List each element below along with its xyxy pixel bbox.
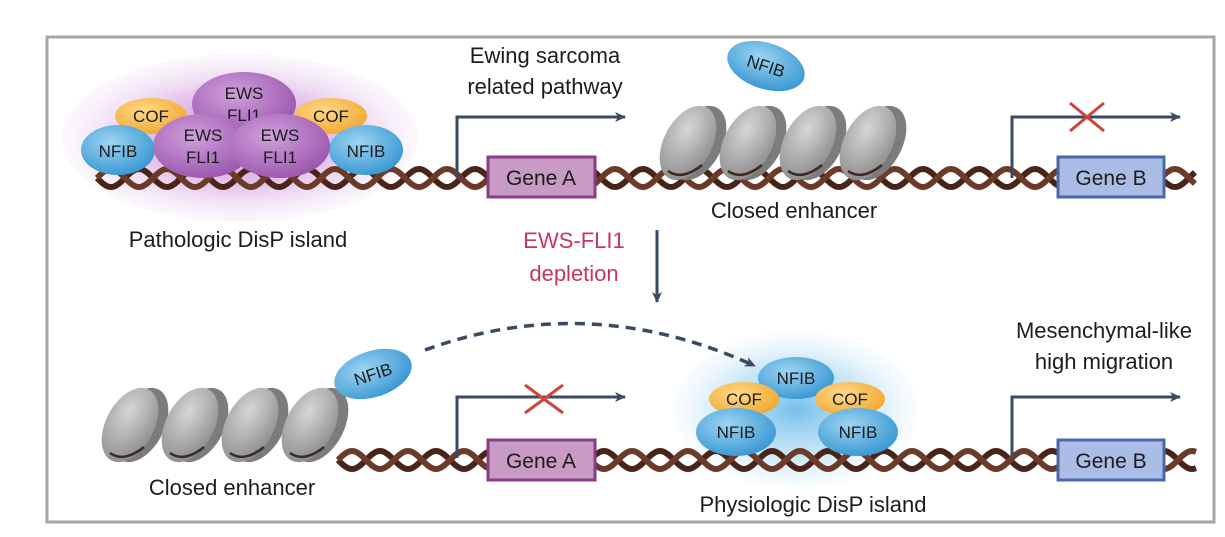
gene-b-box: Gene B	[1056, 155, 1166, 199]
bottom-panel: Closed enhancer NFIB Gene A NFIB COF	[101, 318, 1197, 517]
svg-text:Gene B: Gene B	[1075, 167, 1146, 190]
transcription-arrow	[455, 112, 626, 178]
svg-text:Gene A: Gene A	[506, 167, 576, 190]
pathway-label: Ewing sarcoma	[470, 43, 621, 68]
svg-text:COF: COF	[832, 390, 868, 409]
svg-text:COF: COF	[726, 390, 762, 409]
svg-text:NFIB: NFIB	[347, 142, 386, 161]
outcome-label: high migration	[1035, 349, 1173, 374]
nucleosome	[161, 387, 229, 463]
nucleosome	[659, 105, 727, 181]
depletion-label: EWS-FLI1	[523, 228, 624, 253]
physiologic-island-label: Physiologic DisP island	[699, 492, 926, 517]
nucleosome-cluster	[101, 387, 349, 463]
blocked-x-icon	[1069, 101, 1105, 133]
nfib-oval: NFIB	[818, 408, 898, 456]
svg-text:Gene B: Gene B	[1075, 450, 1146, 473]
svg-text:COF: COF	[133, 107, 169, 126]
nucleosome	[839, 105, 907, 181]
free-nfib-oval: NFIB	[727, 40, 805, 92]
transcription-arrow	[455, 392, 626, 458]
nucleosome	[281, 387, 349, 463]
pathway-label: related pathway	[467, 74, 622, 99]
ews-fli1-oval: EWS FLI1	[230, 114, 330, 178]
nfib-oval: NFIB	[758, 357, 834, 399]
top-panel: COF COF NFIB NFIB EWS FLI1 EWS FLI1 EWS …	[62, 40, 1197, 252]
svg-text:EWS: EWS	[261, 126, 300, 145]
svg-text:FLI1: FLI1	[186, 148, 220, 167]
gene-b-box: Gene B	[1056, 438, 1166, 482]
nucleosome	[779, 105, 847, 181]
dna-strand	[94, 165, 1197, 191]
svg-text:Gene A: Gene A	[506, 450, 576, 473]
figure-frame	[45, 35, 1216, 524]
svg-text:EWS: EWS	[184, 126, 223, 145]
transcription-arrow	[1010, 112, 1181, 178]
closed-enhancer-label: Closed enhancer	[711, 198, 877, 223]
svg-text:NFIB: NFIB	[839, 423, 878, 442]
pathologic-island-label: Pathologic DisP island	[129, 227, 348, 252]
nfib-oval: NFIB	[329, 125, 403, 175]
cof-oval: COF	[815, 382, 885, 416]
free-nfib-oval: NFIB	[334, 348, 412, 400]
gene-a-box: Gene A	[486, 155, 597, 199]
svg-text:NFIB: NFIB	[99, 142, 138, 161]
ews-fli1-oval: EWS FLI1	[153, 114, 253, 178]
transcription-arrow	[1010, 392, 1181, 458]
dna-strand	[335, 447, 1197, 473]
gene-a-box: Gene A	[486, 438, 597, 482]
svg-text:FLI1: FLI1	[263, 148, 297, 167]
nfib-oval: NFIB	[696, 408, 776, 456]
nucleosome	[221, 387, 289, 463]
nucleosome	[719, 105, 787, 181]
outcome-label: Mesenchymal-like	[1016, 318, 1192, 343]
depletion-label: depletion	[529, 261, 618, 286]
transition: EWS-FLI1 depletion	[523, 228, 662, 303]
svg-text:NFIB: NFIB	[777, 369, 816, 388]
cof-oval: COF	[709, 382, 779, 416]
closed-enhancer-label: Closed enhancer	[149, 475, 315, 500]
svg-text:NFIB: NFIB	[717, 423, 756, 442]
svg-text:COF: COF	[313, 107, 349, 126]
blocked-x-icon	[524, 383, 564, 415]
relocation-arrow	[424, 321, 756, 368]
nucleosome-cluster	[659, 105, 907, 181]
nfib-oval: NFIB	[81, 125, 155, 175]
svg-text:EWS: EWS	[225, 84, 264, 103]
nucleosome	[101, 387, 169, 463]
dna-strand	[335, 447, 1197, 473]
